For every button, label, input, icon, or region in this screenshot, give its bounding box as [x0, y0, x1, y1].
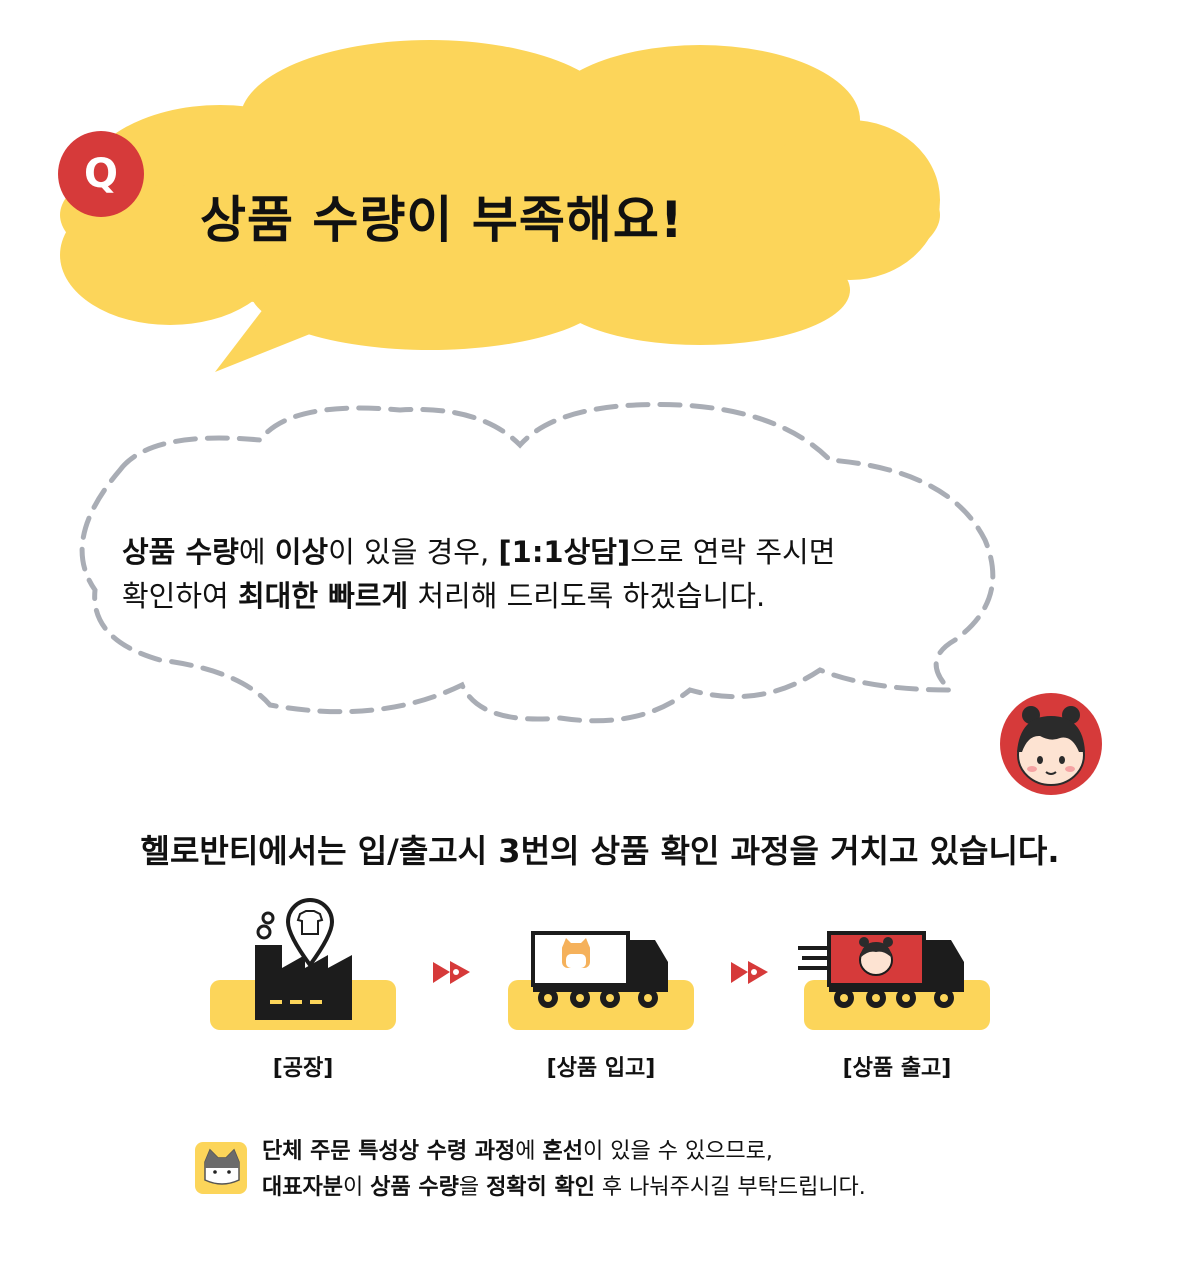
notice-text: 단체 주문 특성상 수령 과정에 혼선이 있을 수 있으므로, 대표자분이 상품… [262, 1134, 866, 1206]
arrow-icon-1 [433, 961, 470, 984]
answer-text: 상품 수량에 이상이 있을 경우, [1:1상담]으로 연락 주시면 확인하여 … [122, 530, 835, 618]
arrow-icon-2 [731, 961, 768, 984]
notice-text-normal: 이 있을 수 있으므로, [583, 1139, 773, 1164]
step-label-factory: [공장] [272, 1056, 334, 1081]
answer-text-normal: 이 있을 경우, [328, 535, 499, 569]
answer-text-bold: 상품 수량 [122, 535, 239, 569]
notice-text-bold: 상품 수량 [370, 1175, 459, 1200]
fast-truck-icon [798, 931, 990, 1030]
process-heading: 헬로반티에서는 입/출고시 3번의 상품 확인 과정을 거치고 있습니다. [140, 832, 1060, 870]
notice-text-normal: 이 [342, 1175, 371, 1200]
notice-text-bold: 단체 주문 특성상 수령 과정 [262, 1139, 516, 1164]
notice-text-bold: 정확히 확인 [486, 1175, 595, 1200]
answer-text-bold: 이상 [274, 535, 329, 569]
answer-text-bold: 최대한 빠르게 [237, 579, 409, 613]
notice-text-normal: 을 [458, 1175, 487, 1200]
answer-text-normal: 에 [238, 535, 275, 569]
notice-text-normal: 에 [515, 1139, 543, 1164]
mascot-avatar [1000, 693, 1102, 795]
notice-line-1: 단체 주문 특성상 수령 과정에 혼선이 있을 수 있으므로, [262, 1134, 866, 1170]
truck-icon [508, 931, 694, 1030]
q-badge [58, 131, 144, 217]
answer-text-normal: 확인하여 [122, 579, 238, 613]
answer-line-1: 상품 수량에 이상이 있을 경우, [1:1상담]으로 연락 주시면 [122, 530, 835, 574]
answer-text-normal: 으로 연락 주시면 [630, 535, 836, 569]
cat-icon [195, 1142, 247, 1194]
answer-line-2: 확인하여 최대한 빠르게 처리해 드리도록 하겠습니다. [122, 574, 835, 618]
notice-line-2: 대표자분이 상품 수량을 정확히 확인 후 나눠주시길 부탁드립니다. [262, 1170, 866, 1206]
notice-text-bold: 대표자분 [262, 1175, 343, 1200]
answer-text-bold: [1:1상담] [498, 535, 631, 569]
q-badge-letter: Q [83, 151, 118, 197]
question-cloud [60, 40, 940, 372]
step-label-outbound: [상품 출고] [842, 1056, 952, 1081]
question-title: 상품 수량이 부족해요! [200, 191, 684, 249]
notice-text-normal: 후 나눠주시길 부탁드립니다. [594, 1175, 866, 1200]
factory-icon [210, 898, 396, 1030]
answer-cloud [79, 402, 996, 724]
notice-text-bold: 혼선 [542, 1139, 583, 1164]
step-label-inbound: [상품 입고] [546, 1056, 656, 1081]
answer-text-normal: 처리해 드리도록 하겠습니다. [408, 579, 766, 613]
